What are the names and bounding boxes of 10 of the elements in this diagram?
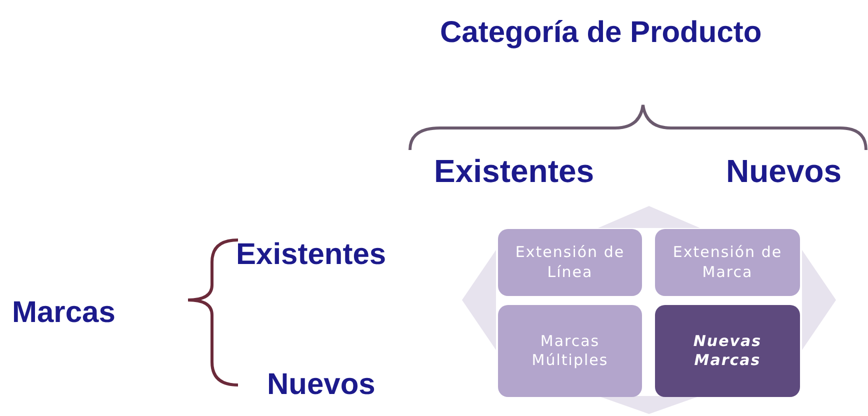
quadrant-box: Extensión de Marca	[655, 229, 800, 296]
row-header: Existentes	[236, 240, 386, 270]
row-header: Nuevos	[267, 370, 376, 400]
quadrant-box: Extensión de Línea	[498, 229, 642, 296]
axis-title: Categoría de Producto	[440, 18, 762, 48]
quadrant-box: Nuevas Marcas	[655, 305, 800, 397]
column-header: Existentes	[434, 155, 594, 187]
column-header: Nuevos	[726, 155, 842, 187]
quadrant-box: Marcas Múltiples	[498, 305, 642, 397]
axis-title: Marcas	[12, 298, 116, 328]
